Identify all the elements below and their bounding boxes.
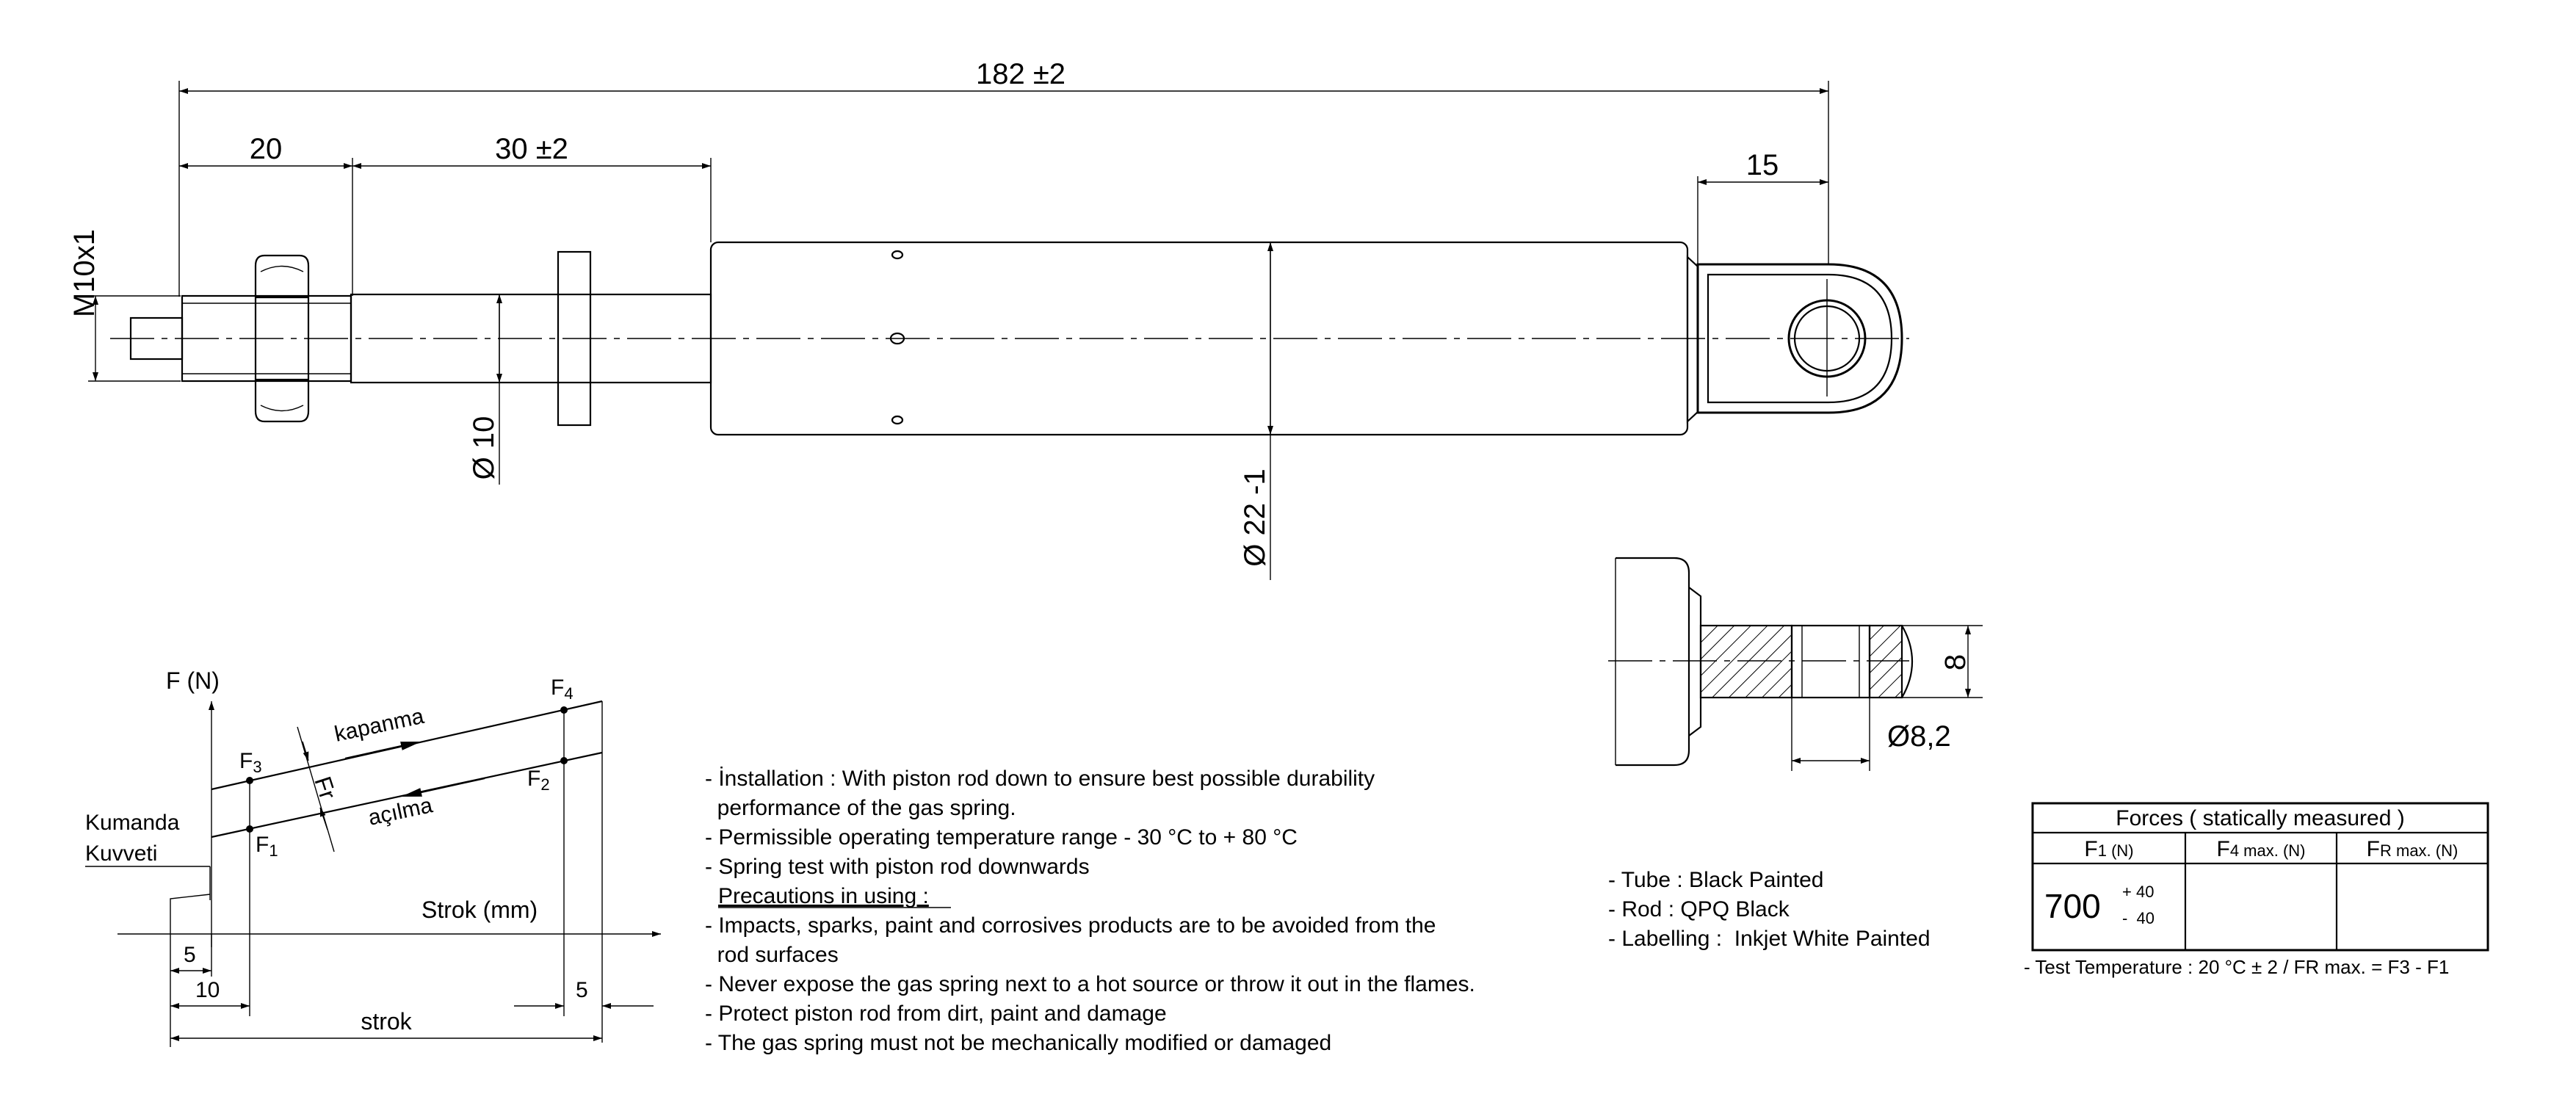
eye-end-outer: [1696, 263, 1903, 414]
note-line-7: rod surfaces: [705, 943, 839, 967]
dim-graph-start-5: 5: [184, 943, 196, 967]
note-line-9: - Protect piston rod from dirt, paint an…: [705, 1002, 1167, 1026]
tube-mark-top: [891, 250, 904, 260]
force-stroke-graph: F (N) Strok (mm) F3 F1 F4 F2 kapanma açı…: [85, 667, 661, 1047]
dim-graph-stroke: strok: [361, 1008, 412, 1035]
label-closing: kapanma: [333, 704, 427, 747]
materials-list: - Tube : Black Painted - Rod : QPQ Black…: [1608, 868, 1931, 951]
stop-washer: [557, 250, 592, 427]
note-line-3: - Permissible operating temperature rang…: [705, 825, 1298, 850]
note-line-2: performance of the gas spring.: [705, 796, 1016, 820]
section-tube-end: [1616, 557, 1690, 767]
dim-eye-thickness: 8: [1939, 654, 1972, 670]
point-f2: [560, 757, 568, 764]
f1-value: 700: [2044, 887, 2101, 925]
note-line-1: - İnstallation : With piston rod down to…: [705, 767, 1375, 791]
graph-y-axis-label: F (N): [166, 667, 220, 694]
dim-thread-length: 20: [250, 133, 283, 165]
note-precautions-heading: Precautions in using :: [718, 884, 929, 908]
f1-tol-plus: + 40: [2122, 883, 2154, 901]
section-eye-hatched-left: [1699, 624, 1793, 699]
note-line-8: - Never expose the gas spring next to a …: [705, 972, 1475, 996]
dim-stroke-length: 30 ±2: [495, 133, 568, 165]
col-header-f4: F4 max. (N): [2216, 837, 2305, 861]
label-f3: F3: [239, 749, 262, 776]
col-header-f1: F1 (N): [2084, 837, 2133, 861]
material-labelling: - Labelling : Inkjet White Painted: [1608, 927, 1931, 951]
point-f3: [246, 777, 253, 784]
graph-x-axis-label: Strok (mm): [422, 897, 538, 923]
hex-nut: [254, 254, 310, 423]
eye-end-fitting: [1686, 255, 1699, 424]
tube-mark-mid: [889, 332, 905, 345]
gas-spring-side-view: [110, 241, 1909, 436]
note-line-10: - The gas spring must not be mechanicall…: [705, 1031, 1331, 1055]
main-dimensions: 182 ±2 20 30 ±2 15 M10x1 Ø 10 Ø 22 -1: [68, 58, 1829, 580]
opening-force-line: [211, 751, 603, 839]
installation-notes: - İnstallation : With piston rod down to…: [705, 767, 1475, 1055]
label-friction: Fr: [309, 773, 341, 803]
label-f2: F2: [527, 767, 550, 794]
label-command-force-1: Kumanda: [85, 811, 180, 835]
material-tube: - Tube : Black Painted: [1608, 868, 1824, 892]
label-opening: açılma: [366, 793, 435, 830]
dim-overall-length: 182 ±2: [976, 58, 1066, 90]
dim-thread-size: M10x1: [68, 229, 101, 317]
f1-tol-minus: - 40: [2122, 909, 2154, 927]
dim-tube-diameter: Ø 22 -1: [1239, 468, 1271, 566]
note-line-6: - Impacts, sparks, paint and corrosives …: [705, 913, 1436, 938]
label-command-force-2: Kuvveti: [85, 841, 157, 866]
label-f4: F4: [551, 676, 574, 703]
col-header-fr: FR max. (N): [2367, 837, 2459, 861]
forces-table: Forces ( statically measured ) F1 (N) F4…: [2024, 802, 2489, 978]
point-f1: [246, 825, 253, 833]
material-rod: - Rod : QPQ Black: [1608, 897, 1790, 921]
section-eye-bore: [1790, 624, 1871, 699]
dim-eye-hole-diameter: Ø8,2: [1887, 720, 1951, 753]
point-f4: [560, 706, 568, 714]
dim-rod-diameter: Ø 10: [468, 416, 500, 480]
tube-mark-bot: [891, 415, 904, 425]
dim-graph-start-10: 10: [195, 978, 220, 1002]
dim-eye-length: 15: [1746, 149, 1779, 181]
section-eye-hatched-right: [1868, 624, 1903, 699]
forces-table-footnote: - Test Temperature : 20 °C ± 2 / FR max.…: [2024, 956, 2449, 978]
forces-table-title: Forces ( statically measured ): [2116, 806, 2404, 830]
note-line-4: - Spring test with piston rod downwards: [705, 855, 1090, 879]
eye-section-view: 8 Ø8,2: [1608, 557, 1983, 771]
dim-graph-end-5: 5: [576, 978, 588, 1002]
label-f1: F1: [256, 833, 278, 860]
